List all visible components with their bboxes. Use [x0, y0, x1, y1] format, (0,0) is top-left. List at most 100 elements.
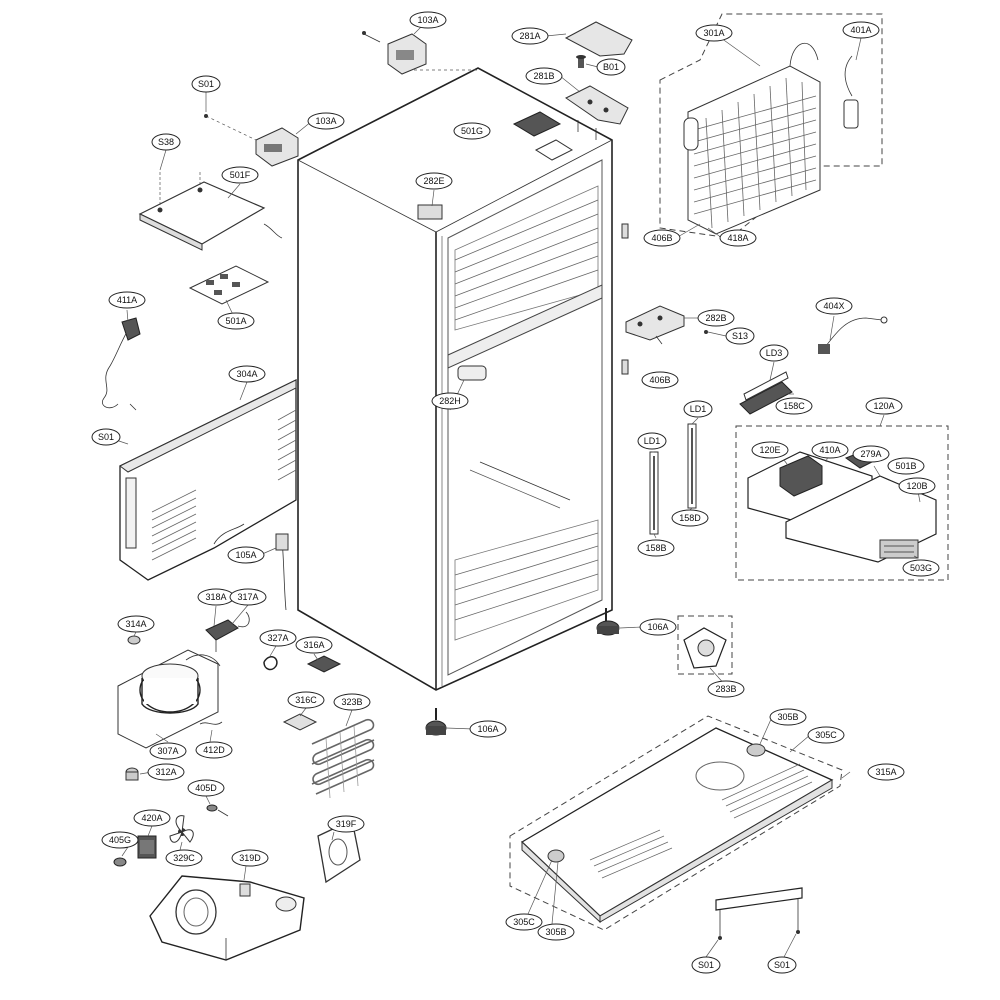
svg-text:282E: 282E	[423, 176, 444, 186]
svg-text:301A: 301A	[703, 28, 724, 38]
fresh-food-shelf	[455, 462, 598, 640]
callout-120B: 120B	[898, 477, 936, 495]
svg-text:319F: 319F	[336, 819, 357, 829]
svg-text:120A: 120A	[873, 401, 894, 411]
svg-text:S38: S38	[158, 137, 174, 147]
svg-text:281A: 281A	[519, 31, 540, 41]
svg-text:305B: 305B	[777, 712, 798, 722]
callout-LD3: LD3	[759, 344, 789, 362]
svg-text:411A: 411A	[117, 295, 137, 305]
pad-316A	[308, 656, 340, 672]
fan-blade-329C	[170, 816, 193, 843]
callout-305B: 305B	[769, 708, 807, 726]
callout-282H: 282H	[431, 392, 469, 410]
svg-text:501G: 501G	[461, 126, 483, 136]
callout-501B: 501B	[887, 457, 925, 475]
bracket-103A	[362, 31, 478, 74]
callout-420A: 420A	[133, 809, 171, 827]
freezer-shelf	[455, 186, 598, 330]
callout-307A: 307A	[149, 742, 187, 760]
svg-text:105A: 105A	[235, 550, 256, 560]
callout-103A-mid: 103A	[307, 112, 345, 130]
svg-text:501A: 501A	[225, 316, 246, 326]
callout-158B: 158B	[637, 539, 675, 557]
drain-tube-105A	[276, 534, 288, 610]
svg-text:327A: 327A	[267, 633, 288, 643]
svg-text:314A: 314A	[125, 619, 146, 629]
svg-text:B01: B01	[603, 62, 619, 72]
svg-text:307A: 307A	[157, 746, 178, 756]
grommet-314A	[128, 636, 140, 644]
callout-404X: 404X	[815, 297, 853, 315]
grommet-312A	[126, 768, 138, 780]
bottom-bracket	[716, 888, 802, 940]
svg-text:LD1: LD1	[644, 436, 661, 446]
callout-401A: 401A	[842, 21, 880, 39]
callout-316A: 316A	[295, 636, 333, 654]
nut-405G	[114, 858, 126, 866]
svg-text:501F: 501F	[230, 170, 251, 180]
svg-text:418A: 418A	[727, 233, 748, 243]
callout-305C: 305C	[807, 726, 845, 744]
svg-text:410A: 410A	[819, 445, 840, 455]
callout-106A-left: 106A	[469, 720, 507, 738]
svg-text:319D: 319D	[239, 853, 261, 863]
svg-text:S01: S01	[774, 960, 790, 970]
callout-B01: B01	[596, 58, 626, 76]
evaporator-301A	[684, 43, 820, 234]
svg-text:106A: 106A	[647, 622, 668, 632]
svg-text:317A: 317A	[237, 592, 258, 602]
callout-501F: 501F	[221, 166, 259, 184]
callout-501G: 501G	[453, 122, 491, 140]
callout-412D: 412D	[195, 741, 233, 759]
callout-418A: 418A	[719, 229, 757, 247]
cover-501F	[140, 172, 282, 250]
svg-text:158C: 158C	[783, 401, 805, 411]
base-plate-315A	[522, 728, 832, 922]
callout-316C: 316C	[287, 691, 325, 709]
compressor-307A	[118, 650, 222, 748]
callout-281B: 281B	[525, 67, 563, 85]
hinge-cover-281A	[566, 22, 632, 56]
callout-410A: 410A	[811, 441, 849, 459]
control-board-501A	[190, 266, 268, 304]
svg-text:305C: 305C	[815, 730, 837, 740]
sensor-401A	[844, 56, 858, 128]
callout-501A: 501A	[217, 312, 255, 330]
svg-text:420A: 420A	[141, 813, 162, 823]
svg-text:405D: 405D	[195, 783, 217, 793]
callout-S01-d: S01	[767, 956, 797, 974]
bolt-B01	[576, 55, 586, 68]
callout-319D: 319D	[231, 849, 269, 867]
damper-283B	[684, 628, 726, 668]
led-strip-158B	[650, 452, 658, 534]
svg-text:LD1: LD1	[690, 404, 707, 414]
fan-shroud-319F	[318, 820, 360, 882]
svg-text:315A: 315A	[875, 767, 896, 777]
svg-text:103A: 103A	[417, 15, 438, 25]
leveling-foot-right	[597, 608, 619, 635]
svg-text:103A: 103A	[315, 116, 336, 126]
harness-404X	[818, 317, 887, 354]
svg-text:305B: 305B	[545, 927, 566, 937]
svg-text:406B: 406B	[651, 233, 672, 243]
svg-text:316A: 316A	[303, 640, 324, 650]
callout-304A: 304A	[228, 365, 266, 383]
svg-text:304A: 304A	[236, 369, 257, 379]
callout-103A: 103A	[409, 11, 447, 29]
svg-text:279A: 279A	[860, 449, 881, 459]
callout-405G: 405G	[101, 831, 139, 849]
callout-120A: 120A	[865, 397, 903, 415]
svg-text:282H: 282H	[439, 396, 461, 406]
svg-text:281B: 281B	[533, 71, 554, 81]
leader-lines	[109, 19, 921, 958]
svg-text:120B: 120B	[906, 481, 927, 491]
callout-105A: 105A	[227, 546, 265, 564]
pad-316C	[284, 714, 316, 730]
back-cover-304A	[120, 380, 296, 580]
callout-319F: 319F	[327, 815, 365, 833]
svg-text:S01: S01	[698, 960, 714, 970]
callout-406B: 406B	[643, 229, 681, 247]
svg-text:501B: 501B	[895, 461, 916, 471]
